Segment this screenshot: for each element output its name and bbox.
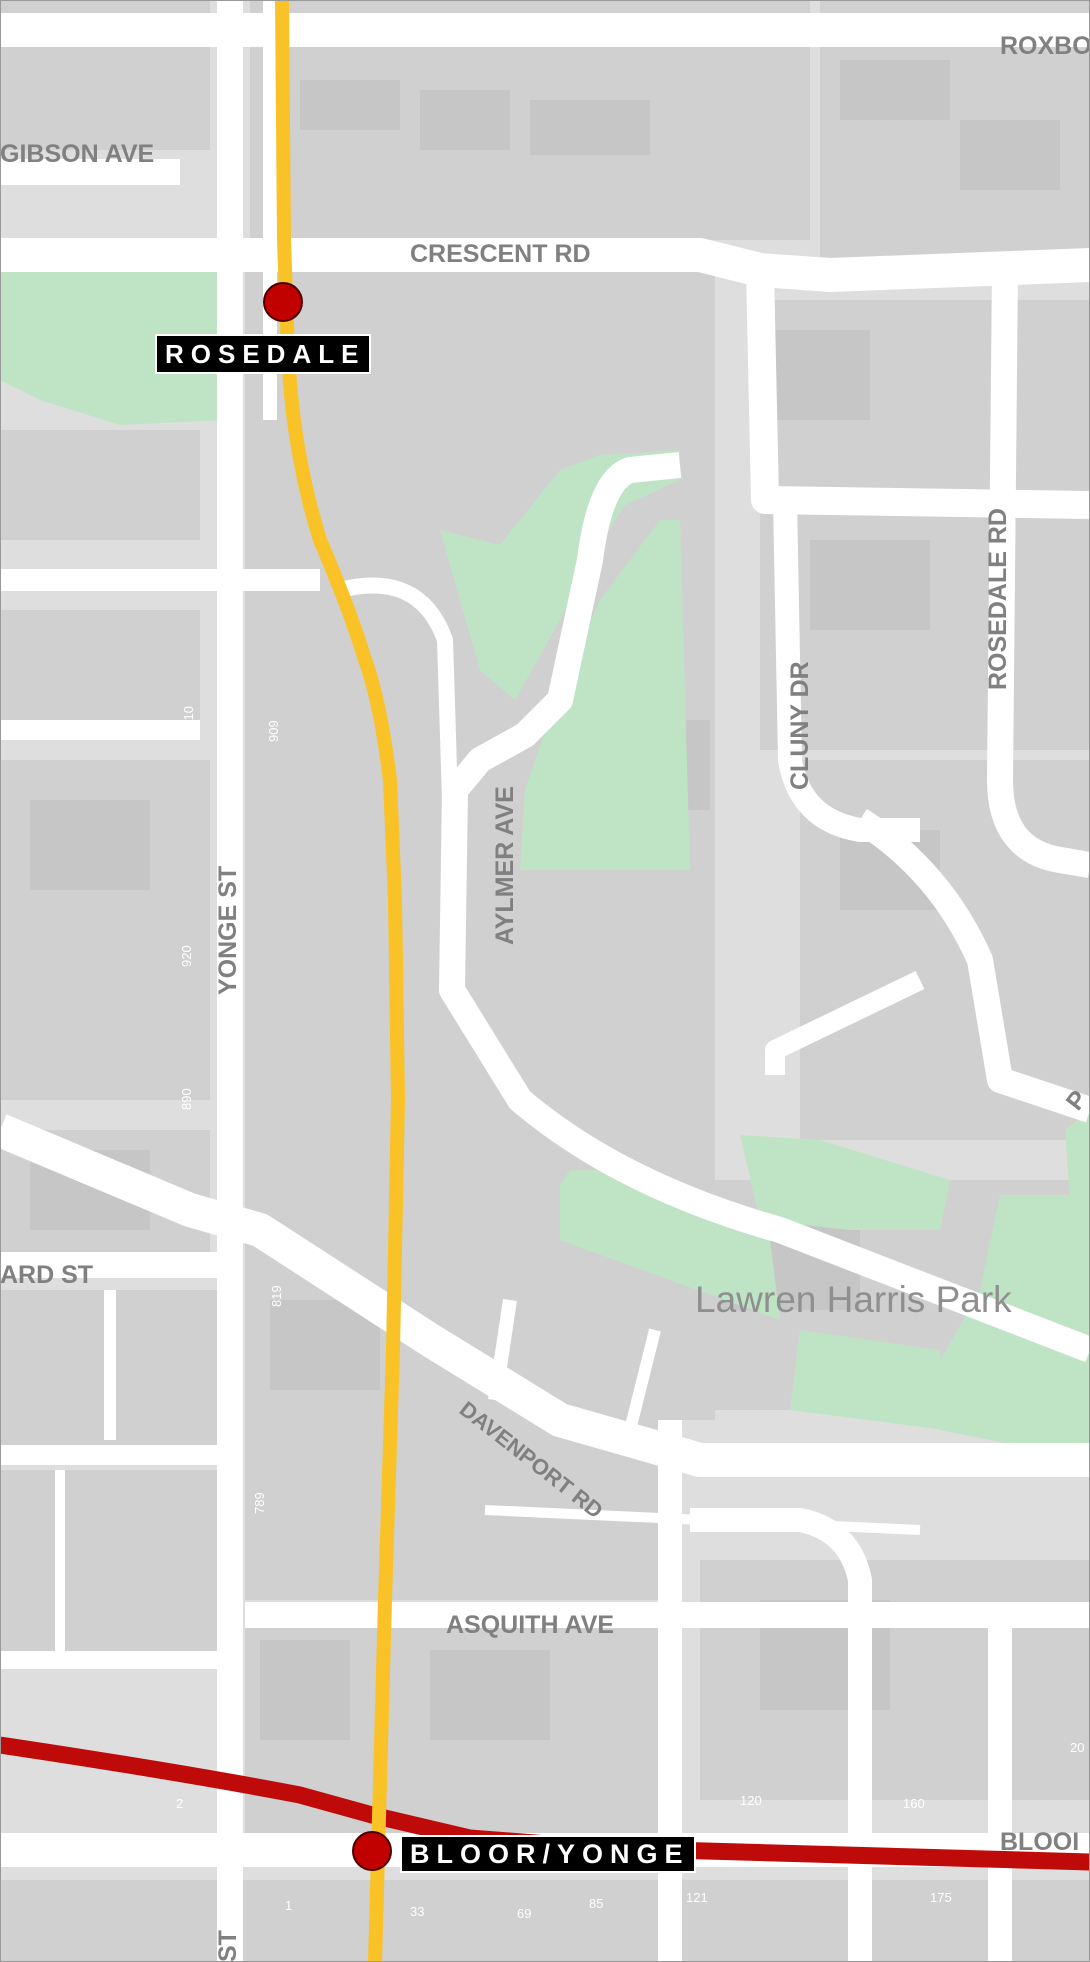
address-number: 121 bbox=[686, 1890, 708, 1905]
park bbox=[560, 1170, 780, 1320]
building bbox=[840, 60, 950, 120]
road-minor-4 bbox=[488, 1298, 517, 1402]
block bbox=[0, 1880, 1090, 1962]
address-number: 909 bbox=[266, 720, 281, 742]
road-minor-5 bbox=[484, 1505, 921, 1535]
road-park-rd bbox=[853, 808, 1090, 1123]
station-label-bloor-yonge[interactable]: BLOOR/YONGE bbox=[400, 1835, 696, 1873]
address-number: 920 bbox=[179, 945, 194, 967]
subway-line-1 bbox=[275, 0, 406, 1962]
road-davenport-rd bbox=[0, 1114, 1090, 1477]
address-number: 69 bbox=[517, 1906, 531, 1921]
building bbox=[530, 100, 650, 155]
park bbox=[0, 240, 228, 425]
street-label-ard-st: ARD ST bbox=[0, 1261, 93, 1289]
building bbox=[430, 1650, 550, 1740]
park-label-lawren-harris: Lawren Harris Park bbox=[695, 1279, 1012, 1320]
address-number: 175 bbox=[930, 1890, 952, 1905]
street-label-cluny-dr: CLUNY DR bbox=[786, 661, 814, 790]
park bbox=[740, 1135, 950, 1230]
building bbox=[420, 90, 510, 150]
station-dot-bloor-yonge[interactable] bbox=[352, 1831, 392, 1871]
building bbox=[300, 80, 400, 130]
block bbox=[245, 1420, 665, 1600]
building bbox=[260, 1640, 350, 1740]
building bbox=[960, 120, 1060, 190]
block bbox=[0, 610, 200, 730]
street-label-yonge-st: YONGE ST bbox=[214, 866, 242, 995]
address-number: 120 bbox=[740, 1793, 762, 1808]
park bbox=[790, 1330, 945, 1430]
address-number: 33 bbox=[410, 1904, 424, 1919]
road-minor-3 bbox=[624, 1328, 661, 1432]
road-aylmer-minor bbox=[338, 577, 458, 801]
address-number: 2 bbox=[176, 1796, 183, 1811]
address-number: 789 bbox=[252, 1492, 267, 1514]
address-number: 85 bbox=[589, 1896, 603, 1911]
street-label-rosedale-rd: ROSEDALE RD bbox=[984, 508, 1012, 690]
station-dot-rosedale[interactable] bbox=[263, 282, 303, 322]
road-crescent-minor bbox=[765, 970, 925, 1075]
address-number: 20 bbox=[1070, 1740, 1084, 1755]
block bbox=[0, 1470, 230, 1660]
block bbox=[700, 1560, 1090, 1800]
address-number: 890 bbox=[179, 1088, 194, 1110]
street-label-gibson-ave: GIBSON AVE bbox=[0, 140, 154, 168]
park bbox=[440, 450, 680, 700]
station-label-rosedale[interactable]: ROSEDALE bbox=[155, 334, 372, 374]
street-label-roxborough: ROXBO bbox=[1000, 32, 1090, 60]
address-number: 1 bbox=[285, 1898, 292, 1913]
street-label-yonge-st-lower: ST bbox=[214, 1930, 242, 1962]
road-rosedale-rd bbox=[987, 269, 1090, 878]
address-number: 819 bbox=[269, 1285, 284, 1307]
street-label-asquith-ave: ASQUITH AVE bbox=[446, 1611, 614, 1639]
address-number: 1010 bbox=[181, 706, 196, 735]
road-aylmer-ave bbox=[439, 452, 1090, 1363]
park bbox=[520, 520, 690, 870]
street-label-aylmer-ave: AYLMER AVE bbox=[491, 786, 519, 945]
block bbox=[0, 430, 200, 540]
road-cluny-dr bbox=[746, 269, 1090, 519]
building bbox=[760, 330, 870, 420]
building bbox=[30, 800, 150, 890]
street-label-crescent-rd: CRESCENT RD bbox=[410, 240, 591, 268]
subway-line-2 bbox=[0, 1736, 1090, 1871]
building bbox=[810, 540, 930, 630]
address-number: 160 bbox=[903, 1796, 925, 1811]
park bbox=[1065, 1110, 1090, 1210]
street-label-bloor: BLOOI bbox=[1000, 1828, 1079, 1856]
